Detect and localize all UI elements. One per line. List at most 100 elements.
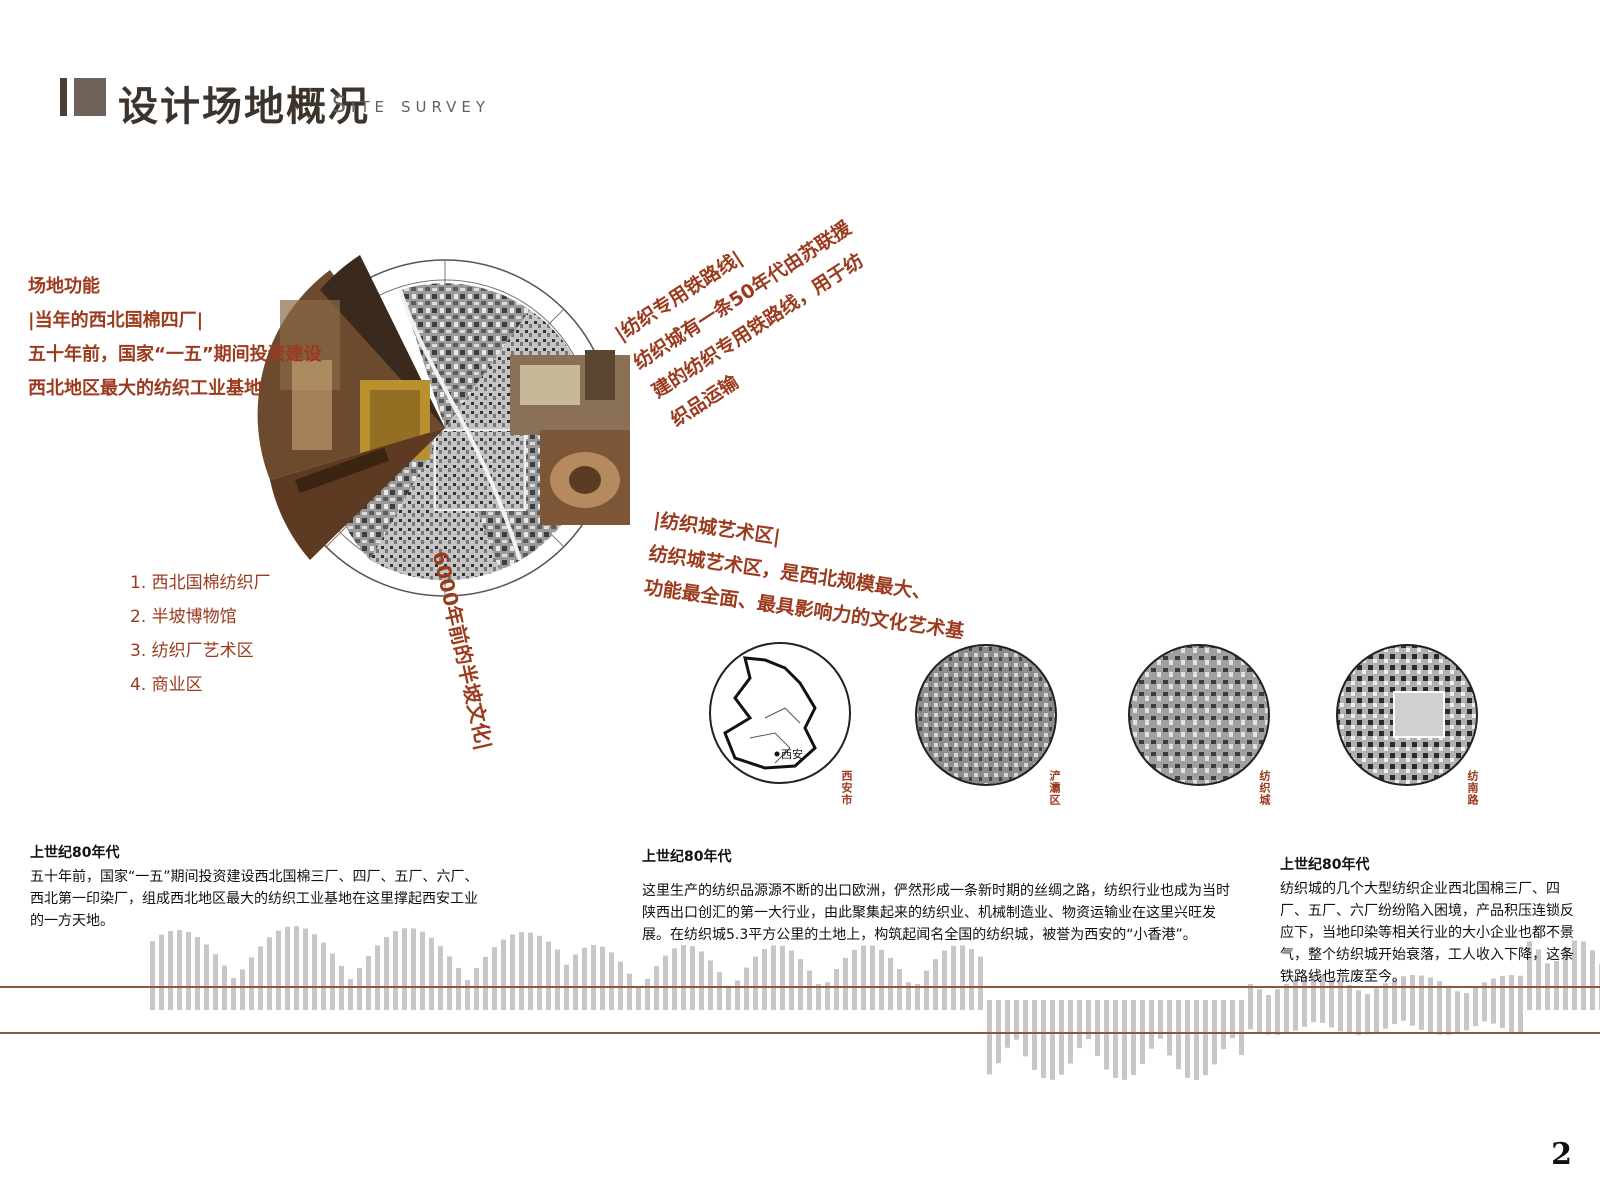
wave-bar xyxy=(600,946,605,1010)
wave-bar xyxy=(1167,1000,1172,1056)
wave-bar xyxy=(1140,1000,1145,1064)
wave-bar xyxy=(1068,1000,1073,1064)
wave-bar xyxy=(1392,979,1397,1025)
wave-bar xyxy=(1023,1000,1028,1057)
wave-bar xyxy=(1374,988,1379,1033)
wave-bar xyxy=(645,978,650,1010)
wave-bar xyxy=(717,972,722,1010)
wave-bar xyxy=(1113,1000,1118,1078)
wave-bar xyxy=(1455,991,1460,1034)
wave-bar xyxy=(1257,989,1262,1033)
wave-bar xyxy=(321,942,326,1010)
wave-bar xyxy=(1221,1000,1226,1050)
site-function-line-1: |当年的西北国棉四厂| xyxy=(28,310,204,331)
page-title: 设计场地概况 xyxy=(118,84,370,130)
wave-bar xyxy=(942,950,947,1010)
wave-bar xyxy=(1122,1000,1127,1080)
site-list-item-1: 1. 西北国棉纺织厂 xyxy=(130,573,271,593)
wave-bar xyxy=(1437,981,1442,1035)
era-title-3: 上世纪80年代 xyxy=(1280,857,1370,873)
wave-bar xyxy=(519,932,524,1010)
wave-bar xyxy=(276,930,281,1010)
wave-bar xyxy=(726,985,731,1010)
wave-bar xyxy=(393,931,398,1010)
wave-bar xyxy=(582,947,587,1010)
wave-bar xyxy=(1482,982,1487,1022)
wave-bar xyxy=(1284,984,1289,1034)
wave-bar xyxy=(978,956,983,1010)
wave-bar xyxy=(753,956,758,1010)
wave-bar xyxy=(1176,1000,1181,1070)
era-body-3: 纺织城的几个大型纺织企业西北国棉三厂、四厂、五厂、六厂纷纷陷入困境，产品积压连锁… xyxy=(1280,881,1574,985)
wave-bar xyxy=(1446,985,1451,1035)
site-list-item-4: 4. 商业区 xyxy=(130,675,203,695)
wave-bar xyxy=(861,945,866,1010)
wave-bar xyxy=(1050,1000,1055,1080)
wave-bar xyxy=(1383,983,1388,1029)
wave-bar xyxy=(429,937,434,1010)
wave-bar xyxy=(852,949,857,1010)
wave-bar xyxy=(663,955,668,1010)
wave-bar xyxy=(1500,975,1505,1029)
wave-bar xyxy=(330,953,335,1010)
wave-bar xyxy=(933,959,938,1010)
wave-bar xyxy=(1302,976,1307,1027)
wave-bar xyxy=(1293,979,1298,1031)
wave-bar xyxy=(1491,978,1496,1024)
wave-bar xyxy=(1347,984,1352,1034)
wave-bar xyxy=(1572,940,1577,1010)
wave-bar xyxy=(1419,975,1424,1030)
wave-bar xyxy=(1005,1000,1010,1048)
site-list-item-2: 2. 半坡博物馆 xyxy=(130,607,237,627)
wave-bar xyxy=(456,967,461,1010)
wave-bar xyxy=(1536,949,1541,1010)
wave-bar xyxy=(1086,1000,1091,1040)
map-textile-city xyxy=(1128,644,1270,786)
wave-bar xyxy=(708,960,713,1010)
wave-bar xyxy=(789,950,794,1010)
wave-bar xyxy=(258,946,263,1010)
wave-bar xyxy=(528,932,533,1010)
wave-bar xyxy=(384,936,389,1010)
wave-bar xyxy=(1059,1000,1064,1075)
wave-bar xyxy=(1014,1000,1019,1040)
wave-bar xyxy=(420,931,425,1010)
wave-bar xyxy=(249,957,254,1010)
wave-bar xyxy=(1338,980,1343,1032)
wave-bar xyxy=(1509,975,1514,1032)
wave-bar xyxy=(465,979,470,1010)
era-title-1: 上世纪80年代 xyxy=(30,845,120,861)
site-function-heading: 场地功能 xyxy=(28,276,100,297)
wave-bar xyxy=(636,987,641,1010)
wave-bar xyxy=(843,957,848,1010)
wave-bar xyxy=(744,967,749,1010)
wave-bar xyxy=(1032,1000,1037,1070)
wave-bar xyxy=(591,945,596,1010)
header-bar-thick xyxy=(74,78,106,116)
wave-bar xyxy=(483,956,488,1010)
wave-bar xyxy=(213,954,218,1010)
wave-bar xyxy=(1365,994,1370,1035)
wave-bar xyxy=(735,980,740,1010)
wave-bar xyxy=(987,1000,992,1075)
wave-bar xyxy=(1464,992,1469,1031)
wave-bar xyxy=(1320,975,1325,1023)
wave-bar xyxy=(1518,975,1523,1035)
map-label-chanba: 浐灞区 xyxy=(1048,770,1061,806)
wave-bar xyxy=(627,973,632,1010)
wave-bar xyxy=(1527,941,1532,1010)
wave-bar xyxy=(1590,950,1595,1010)
map-xian-center-label: 西安 xyxy=(781,747,803,761)
map-label-textile-city: 纺织城 xyxy=(1258,770,1271,806)
wave-bar xyxy=(267,937,272,1010)
wave-bar xyxy=(474,967,479,1010)
wave-bar xyxy=(1185,1000,1190,1078)
wave-bar xyxy=(294,926,299,1010)
wave-bar xyxy=(1203,1000,1208,1076)
wave-bar xyxy=(573,954,578,1010)
wave-bar xyxy=(618,961,623,1010)
wave-bar xyxy=(1581,941,1586,1010)
wave-bar xyxy=(285,926,290,1010)
wave-bar xyxy=(366,955,371,1010)
wave-bar xyxy=(501,939,506,1010)
